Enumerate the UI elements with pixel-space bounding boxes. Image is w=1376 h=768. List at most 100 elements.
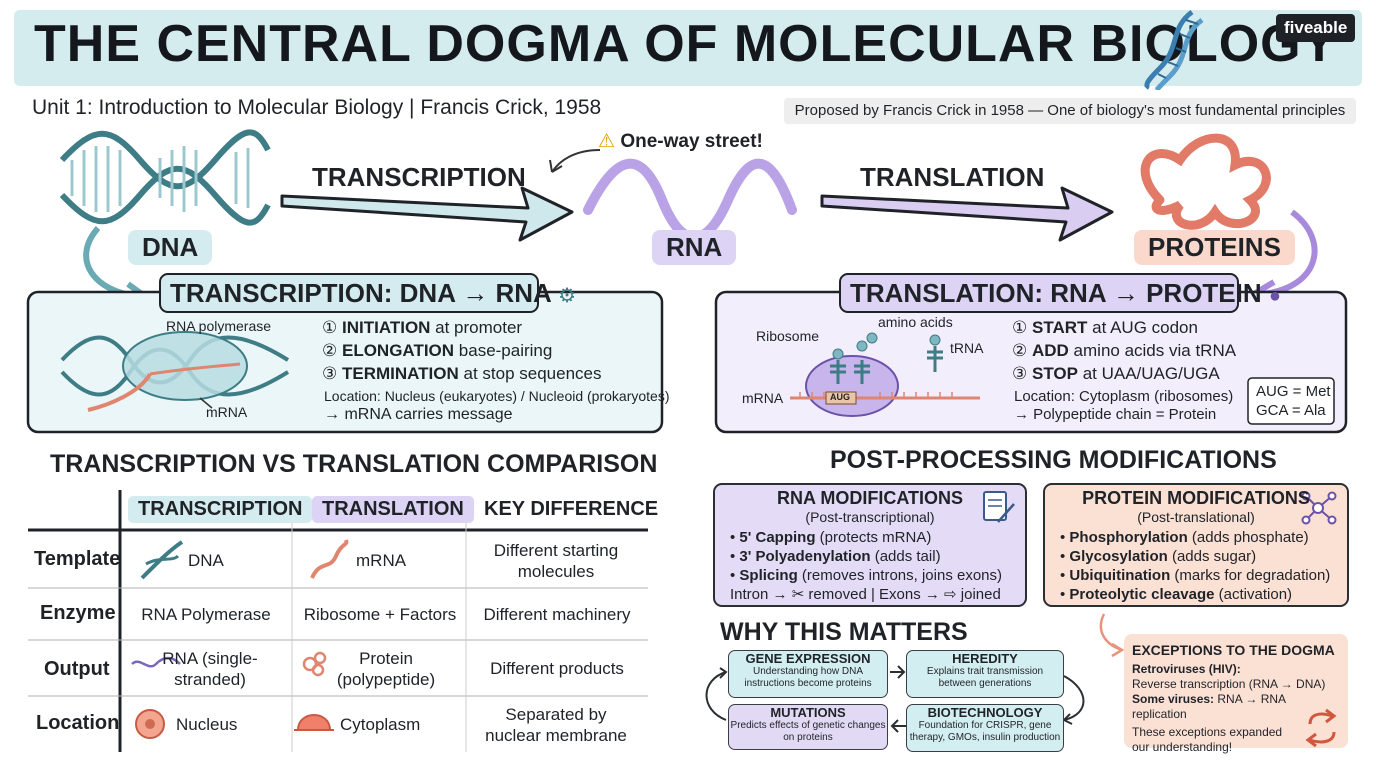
comparison-title: TRANSCRIPTION VS TRANSLATION COMPARISON [50, 450, 658, 478]
document-icon [983, 491, 1015, 523]
rna-mod-item: • 3' Polyadenylation (adds tail) [730, 548, 941, 565]
translation-mrna-label: mRNA [742, 390, 784, 406]
cell-output-transcription: RNA (single-stranded) [162, 649, 258, 689]
transcription-steps: ① INITIATION at promoter ② ELONGATION ba… [322, 316, 602, 385]
post-processing-title: POST-PROCESSING MODIFICATIONS [830, 446, 1277, 474]
why-matters-title: WHY THIS MATTERS [720, 618, 968, 646]
protein-mods-subtitle: (Post-translational) [1137, 509, 1255, 525]
exception-retro-title: Retroviruses (HIV): [1132, 662, 1241, 676]
translation-flow-arrow [820, 186, 1114, 242]
proposed-note: Proposed by Francis Crick in 1958 — One … [784, 98, 1356, 124]
ribosome-label: Ribosome [756, 328, 820, 344]
translation-arrow-label: TRANSLATION [860, 162, 1045, 192]
rna-polymerase-illustration [60, 331, 290, 412]
transcription-step-1: ① INITIATION at promoter [322, 318, 523, 337]
dna-helix-illustration [59, 129, 271, 226]
why-box-mutations: MUTATIONS Predicts effects of genetic ch… [728, 704, 888, 750]
translation-title-frame [839, 273, 1239, 313]
exception-note: These exceptions expanded our understand… [1132, 725, 1283, 754]
row-label-output: Output [44, 658, 110, 680]
transcription-step-3: ③ TERMINATION at stop sequences [322, 364, 602, 383]
why-box-desc: Explains trait transmission between gene… [926, 666, 1044, 689]
exceptions-frame [1124, 634, 1348, 748]
why-box-biotechnology: BIOTECHNOLOGY Foundation for CRISPR, gen… [906, 704, 1064, 752]
translation-card-title-text: TRANSLATION: RNA → PROTEIN [850, 278, 1262, 308]
dna-icon [1140, 8, 1210, 95]
protein-mods-title: PROTEIN MODIFICATIONS [1082, 488, 1310, 508]
table-icons [131, 539, 349, 739]
row-label-location: Location [36, 712, 120, 734]
translation-steps: ① START at AUG codon ② ADD amino acids v… [1012, 316, 1236, 385]
trna-label: tRNA [950, 340, 984, 356]
fiveable-logo: fiveable [1276, 14, 1356, 42]
protein-mod-item: • Ubiquitination (marks for degradation) [1060, 567, 1331, 584]
protein-mods-frame [1043, 483, 1349, 607]
translation-step-2: ② ADD amino acids via tRNA [1012, 341, 1237, 360]
cycle-icon [1305, 708, 1337, 748]
codon-key-frame [1247, 377, 1335, 425]
rna-label: RNA [652, 230, 737, 265]
page-title: THE CENTRAL DOGMA OF MOLECULAR BIOLOGY [34, 15, 1338, 73]
exception-viruses: Some viruses: RNA → RNA replication [1132, 692, 1286, 721]
one-way-note: ⚠ One-way street! [598, 130, 763, 153]
cell-location-transcription: Nucleus [176, 715, 238, 734]
why-box-title: BIOTECHNOLOGY [927, 705, 1043, 720]
translation-step-1: ① START at AUG codon [1012, 318, 1198, 337]
row-label-enzyme: Enzyme [40, 602, 116, 624]
why-cycle-arrows [705, 665, 1085, 733]
proteins-to-card-arrow [1261, 209, 1318, 297]
transcription-arrow-label: TRANSCRIPTION [312, 162, 526, 192]
codon-key: AUG = Met GCA = Ala [1256, 382, 1331, 420]
header-transcription: TRANSCRIPTION [128, 496, 313, 523]
protein-mods-header: PROTEIN MODIFICATIONS (Post-translationa… [1044, 488, 1348, 525]
cell-output-translation: Protein (polypeptide) [336, 649, 436, 689]
translation-card-title: TRANSLATION: RNA → PROTEIN ● [850, 278, 1281, 309]
transcription-location: Location: Nucleus (eukaryotes) / Nucleoi… [324, 388, 670, 404]
why-box-title: MUTATIONS [770, 705, 846, 720]
rna-mod-item: • 5' Capping (protects mRNA) [730, 529, 932, 546]
transcription-step-2: ② ELONGATION base-pairing [322, 341, 553, 360]
codon-key-2: GCA = Ala [1256, 402, 1326, 419]
translation-step-3: ③ STOP at UAA/UAG/UGA [1012, 364, 1220, 383]
warning-icon: ⚠ [598, 131, 616, 152]
cell-template-transcription: DNA [188, 551, 224, 570]
cell-enzyme-translation: Ribosome + Factors [303, 605, 457, 624]
ribosome-illustration [790, 332, 980, 417]
protein-mod-item: • Phosphorylation (adds phosphate) [1060, 529, 1309, 546]
transcription-card-title: TRANSCRIPTION: DNA → RNA ⚙ [170, 278, 576, 309]
ribosome-mini-icon: ● [1268, 285, 1281, 307]
transcription-carries: → mRNA carries message [324, 406, 513, 423]
header-translation: TRANSLATION [312, 496, 474, 523]
title-banner [14, 10, 1362, 86]
why-box-title: HEREDITY [952, 651, 1018, 666]
row-label-template: Template [34, 548, 121, 570]
rna-mods-title: RNA MODIFICATIONS [777, 488, 963, 508]
transcription-flow-arrow [280, 186, 574, 242]
exceptions-pointer [1099, 613, 1123, 652]
why-box-desc: Predicts effects of genetic changes on p… [730, 720, 886, 743]
one-way-text: One-way street! [620, 131, 763, 152]
dna-label: DNA [128, 230, 213, 265]
exceptions-title: EXCEPTIONS TO THE DOGMA [1132, 642, 1335, 658]
protein-mod-item: • Glycosylation (adds sugar) [1060, 548, 1257, 565]
amino-acids-label: amino acids [878, 314, 953, 330]
transcription-title-frame [159, 273, 539, 313]
why-box-desc: Foundation for CRISPR, gene therapy, GMO… [909, 720, 1061, 743]
one-way-pointer [551, 149, 601, 173]
cell-enzyme-transcription: RNA Polymerase [141, 605, 271, 624]
molecule-icon [1301, 491, 1337, 525]
rna-mods-list: • 5' Capping (protects mRNA) • 3' Polyad… [730, 528, 1002, 604]
rna-mods-header: RNA MODIFICATIONS (Post-transcriptional) [714, 488, 1026, 525]
rna-intron-line: Intron → ✂ removed | Exons → ⇨ joined [730, 586, 1001, 603]
rna-mods-frame [713, 483, 1027, 607]
cell-output-difference: Different products [490, 659, 624, 678]
exceptions-body: Retroviruses (HIV): Reverse transcriptio… [1132, 662, 1342, 755]
why-box-heredity: HEREDITY Explains trait transmission bet… [906, 650, 1064, 698]
rna-mod-item: • Splicing (removes introns, joins exons… [730, 567, 1003, 584]
comparison-table-grid [28, 490, 648, 752]
transcription-card-title-text: TRANSCRIPTION: DNA → RNA [170, 278, 551, 308]
cell-template-difference: Different starting molecules [493, 541, 619, 581]
rna-mods-subtitle: (Post-transcriptional) [805, 509, 935, 525]
rna-wave-illustration [583, 158, 797, 243]
